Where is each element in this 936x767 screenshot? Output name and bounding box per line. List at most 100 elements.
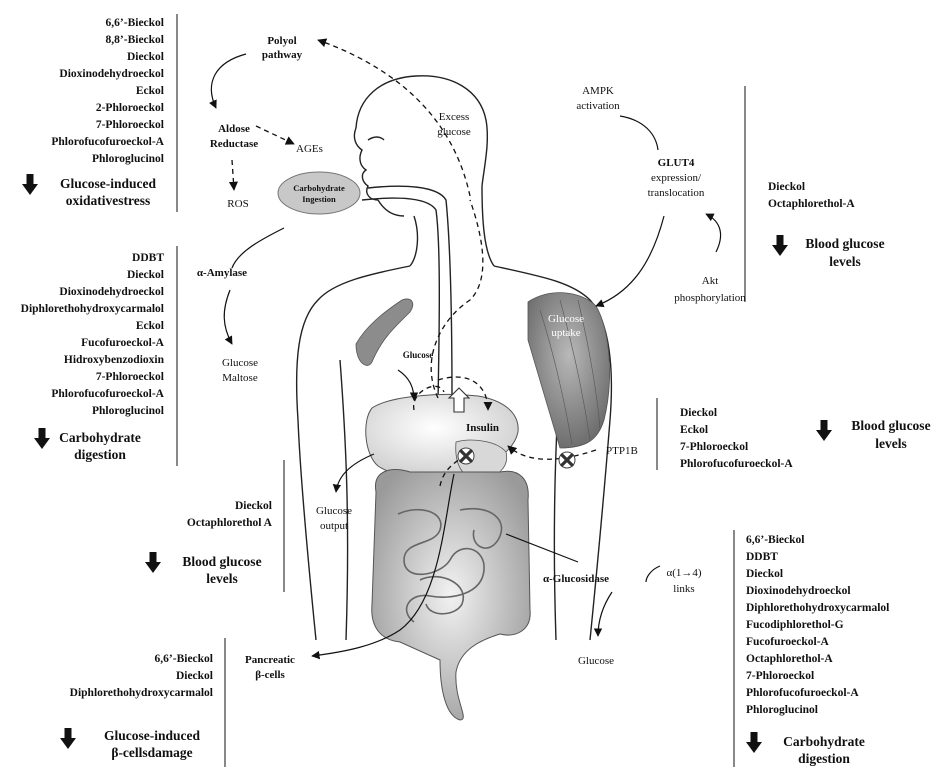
ptp1b-label: PTP1B	[606, 445, 638, 457]
alpha-links-label: α(1→4)	[666, 567, 701, 579]
compound: Octaphlorethol-A	[768, 198, 855, 210]
decrease-arrow-glucosidase	[746, 732, 762, 753]
compound: Phloroglucinol	[92, 153, 164, 165]
compound-list-glut4: Dieckol Octaphlorethol-A Blood glucose l…	[768, 181, 885, 269]
alpha-glucosidase-label: α-Glucosidase	[543, 573, 609, 585]
compound-list-beta-cells: 6,6’-Bieckol Dieckol Diphlorethohydroxyc…	[70, 653, 213, 760]
inhibition-mark-ptp1b	[559, 452, 575, 468]
compound: 8,8’-Bieckol	[106, 34, 164, 46]
compound: Eckol	[136, 85, 164, 97]
compound: Fucofuroeckol-A	[81, 337, 165, 349]
polyol-pathway-label: pathway	[262, 49, 303, 61]
effect-label: Carbohydrate	[783, 734, 865, 749]
ampk-activation-label: AMPK	[582, 85, 614, 97]
glucose-output-label: output	[320, 520, 348, 532]
compound: Diphlorethohydroxycarmalol	[21, 303, 164, 315]
excess-glucose-label: glucose	[437, 126, 471, 138]
compound: Dieckol	[768, 181, 805, 193]
compound-list-liver: Dieckol Octaphlorethol A Blood glucose l…	[182, 500, 272, 586]
ages-label: AGEs	[296, 143, 323, 155]
compound: Dieckol	[127, 269, 164, 281]
effect-label: digestion	[798, 751, 850, 766]
compound: Diphlorethohydroxycarmalol	[70, 687, 213, 699]
effect-label: Carbohydrate	[59, 430, 141, 445]
compound: DDBT	[132, 252, 164, 264]
compound-list-oxidative: 6,6’-Bieckol 8,8’-Bieckol Dieckol Dioxin…	[51, 17, 164, 208]
compound: Fucodiphlorethol-G	[746, 619, 844, 631]
glucose-maltose-label: Maltose	[222, 372, 258, 384]
intestines-illustration	[372, 469, 530, 720]
effect-label: levels	[875, 436, 907, 451]
glut4-label: translocation	[648, 187, 705, 199]
compound: 6,6’-Bieckol	[155, 653, 213, 665]
compound: Dioxinodehydroeckol	[59, 68, 164, 80]
compound-list-glucosidase: 6,6’-Bieckol DDBT Dieckol Dioxinodehydro…	[746, 534, 889, 766]
compound: Fucofuroeckol-A	[746, 636, 830, 648]
compound: 7-Phloroeckol	[96, 119, 164, 131]
ros-label: ROS	[227, 198, 248, 210]
decrease-arrow-carb-left	[34, 428, 50, 449]
decrease-arrow-ptp1b	[816, 420, 832, 441]
effect-label: Blood glucose	[805, 236, 884, 251]
compound: Octaphlorethol A	[187, 517, 273, 529]
pancreatic-beta-cells-label: β-cells	[255, 669, 285, 681]
decrease-arrow-liver	[145, 552, 161, 573]
compound: Eckol	[136, 320, 164, 332]
glucose-maltose-label: Glucose	[222, 357, 258, 369]
compound: 6,6’-Bieckol	[106, 17, 164, 29]
polyol-pathway-label: Polyol	[267, 35, 296, 47]
carbohydrate-ingestion-label: Ingestion	[302, 194, 336, 204]
effect-label: β-cellsdamage	[111, 745, 192, 760]
glucose-bottom-label: Glucose	[578, 655, 614, 667]
compound-list-ptp1b: Dieckol Eckol 7-Phloroeckol Phlorofucofu…	[680, 407, 931, 470]
compound: 2-Phloroeckol	[96, 102, 164, 114]
liver-illustration	[366, 395, 518, 481]
compound: Dieckol	[176, 670, 213, 682]
compound: 6,6’-Bieckol	[746, 534, 804, 546]
compound: Hidroxybenzodioxin	[64, 354, 165, 366]
decrease-arrow-oxidative	[22, 174, 38, 195]
compound: Phlorofucofuroeckol-A	[51, 388, 164, 400]
effect-label: Blood glucose	[851, 418, 930, 433]
glucose-uptake-label: Glucose	[548, 313, 584, 325]
compound: Phlorofucofuroeckol-A	[746, 687, 859, 699]
decrease-arrow-beta	[60, 728, 76, 749]
effect-label: digestion	[74, 447, 126, 462]
compound: Dioxinodehydroeckol	[746, 585, 851, 597]
insulin-label: Insulin	[466, 422, 499, 434]
glucose-output-label: Glucose	[316, 505, 352, 517]
effect-label: levels	[206, 571, 238, 586]
compound: Dieckol	[127, 51, 164, 63]
effect-label: oxidativestress	[66, 193, 151, 208]
compound: Diphlorethohydroxycarmalol	[746, 602, 889, 614]
aldose-reductase-label: Reductase	[210, 138, 258, 150]
effect-label: levels	[829, 254, 861, 269]
akt-phosphorylation-label: Akt	[702, 275, 719, 287]
excess-glucose-label: Excess	[439, 111, 470, 123]
compound: Dieckol	[746, 568, 783, 580]
compound: 7-Phloroeckol	[746, 670, 814, 682]
glut4-label: expression/	[651, 172, 702, 184]
alpha-links-label: links	[673, 583, 694, 595]
glucose-label-small: Glucose	[403, 350, 434, 360]
pancreatic-beta-cells-label: Pancreatic	[245, 654, 295, 666]
compound: Dieckol	[235, 500, 272, 512]
effect-label: Glucose-induced	[104, 728, 201, 743]
glut4-label: GLUT4	[658, 157, 695, 169]
carbohydrate-ingestion-label: Carbohydrate	[293, 183, 345, 193]
decrease-arrow-glut4	[772, 235, 788, 256]
compound: 7-Phloroeckol	[96, 371, 164, 383]
effect-label: Blood glucose	[182, 554, 261, 569]
compound: 7-Phloroeckol	[680, 441, 748, 453]
aldose-reductase-label: Aldose	[218, 123, 250, 135]
compound: DDBT	[746, 551, 778, 563]
compound: Eckol	[680, 424, 708, 436]
compound: Phlorofucofuroeckol-A	[51, 136, 164, 148]
compound: Phloroglucinol	[92, 405, 164, 417]
alpha-amylase-label: α-Amylase	[197, 267, 247, 279]
akt-phosphorylation-label: phosphorylation	[674, 292, 746, 304]
compound: Phlorofucofuroeckol-A	[680, 458, 793, 470]
effect-label: Glucose-induced	[60, 176, 157, 191]
compound: Phloroglucinol	[746, 704, 818, 716]
